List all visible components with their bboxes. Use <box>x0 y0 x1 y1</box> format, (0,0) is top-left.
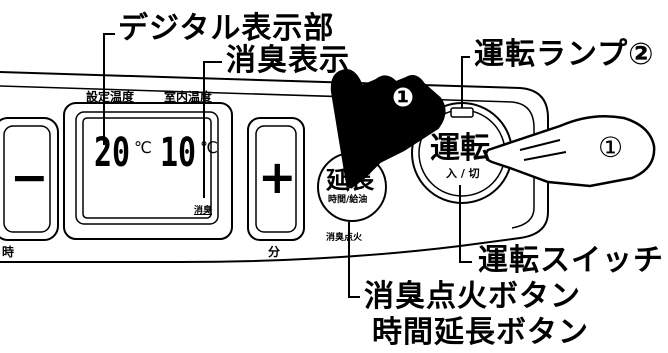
leader-deodorize-display <box>203 61 222 198</box>
plus-button-inner <box>255 125 297 233</box>
callout-deodorize-ignite-button: 消臭点火ボタン <box>364 279 581 314</box>
hand-pointer-outline-icon <box>484 114 656 188</box>
run-lamp <box>450 107 474 118</box>
set-temp-value: 20 <box>94 130 131 176</box>
set-temp-unit: ℃ <box>134 138 152 157</box>
run-button-label[interactable]: 運転 <box>430 131 490 166</box>
deodorize-indicator: 消臭 <box>194 206 213 216</box>
minus-button-outer <box>0 117 59 241</box>
leader-run-lamp <box>461 56 470 108</box>
callout-run-lamp: 運転ランプ② <box>474 37 655 72</box>
leader-digital-display <box>103 33 115 145</box>
room-temp-label: 室内温度 <box>164 90 213 104</box>
display-frame <box>63 102 233 240</box>
minus-button-inner <box>3 125 51 233</box>
hand-pointer-filled-icon <box>330 68 446 192</box>
step1-filled-marker: ❶ <box>392 83 414 113</box>
panel-body <box>0 71 549 263</box>
plus-button-outer <box>247 117 305 241</box>
extend-button-sublabel: 時間/給油 <box>328 195 368 205</box>
plus-button-symbol[interactable]: + <box>258 150 297 204</box>
leader-extend-button <box>348 222 360 298</box>
callout-time-extend-button: 時間延長ボタン <box>372 315 589 350</box>
step1-marker: ① <box>598 131 624 164</box>
callout-deodorize-display: 消臭表示 <box>226 43 350 78</box>
minute-label: 分 <box>268 245 281 259</box>
room-temp-unit: ℃ <box>200 138 218 157</box>
display-lcd <box>82 117 212 219</box>
panel-inner-line <box>0 85 535 229</box>
callout-digital-display: デジタル表示部 <box>118 11 335 46</box>
extend-button-underlabel: 消臭点火 <box>326 233 363 243</box>
set-temp-label: 設定温度 <box>86 90 135 104</box>
display-window <box>75 111 219 225</box>
run-button-sublabel: 入 / 切 <box>446 167 480 180</box>
minus-button-symbol[interactable]: − <box>10 150 49 204</box>
leader-run-switch <box>459 185 472 263</box>
extend-button-label[interactable]: 延長 <box>326 166 374 194</box>
hour-label: 時 <box>2 245 15 259</box>
callout-run-switch: 運転スイッチ <box>478 243 664 278</box>
room-temp-value: 10 <box>160 130 197 176</box>
